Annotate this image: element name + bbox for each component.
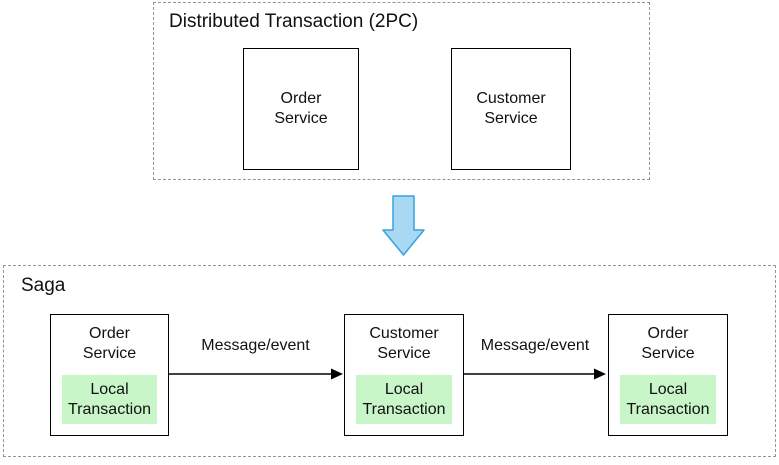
local-transaction-box: Local Transaction bbox=[62, 375, 157, 424]
service-name-label: Order Service bbox=[641, 325, 695, 362]
saga-customer-service-box: Customer Service Local Transaction bbox=[344, 314, 464, 436]
saga-order-service-box-2: Order Service Local Transaction bbox=[608, 314, 728, 436]
local-transaction-label: Local Transaction bbox=[626, 380, 710, 418]
message-event-label-1: Message/event bbox=[201, 337, 310, 354]
local-transaction-label: Local Transaction bbox=[362, 380, 446, 418]
order-service-box-2pc: Order Service bbox=[243, 48, 359, 170]
service-name-label: Order Service bbox=[82, 325, 137, 362]
saga-order-service-box-1: Order Service Local Transaction bbox=[50, 314, 169, 436]
down-arrow-icon bbox=[382, 195, 425, 256]
order-service-label: Order Service bbox=[274, 90, 328, 127]
local-transaction-box: Local Transaction bbox=[620, 375, 716, 424]
local-transaction-box: Local Transaction bbox=[356, 375, 452, 424]
distributed-transaction-group: Distributed Transaction (2PC) Order Serv… bbox=[153, 2, 650, 180]
service-name-label: Customer Service bbox=[369, 325, 439, 362]
local-transaction-label: Local Transaction bbox=[68, 380, 151, 418]
customer-service-box-2pc: Customer Service bbox=[451, 48, 571, 170]
section-title-2pc: Distributed Transaction (2PC) bbox=[169, 11, 419, 32]
saga-group: Saga Order Service Local Transaction Cus… bbox=[3, 265, 776, 457]
section-title-saga: Saga bbox=[21, 275, 66, 296]
customer-service-label: Customer Service bbox=[476, 90, 546, 127]
message-event-label-2: Message/event bbox=[480, 337, 590, 354]
